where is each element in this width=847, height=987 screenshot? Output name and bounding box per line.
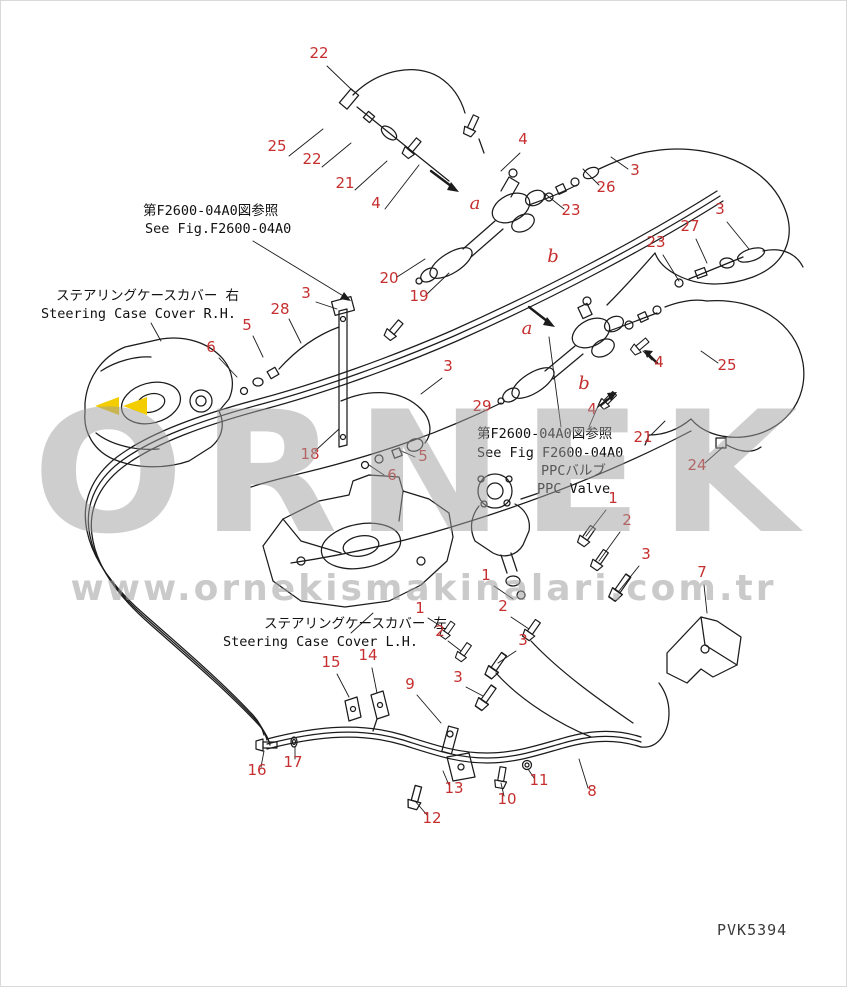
bracket-18	[330, 296, 406, 448]
fitting-chain-top-left	[356, 106, 450, 182]
callout-20: 20	[379, 269, 398, 287]
valve-assembly-2	[497, 296, 652, 412]
small-parts-bottom	[255, 725, 533, 811]
bottom-pipes	[266, 682, 670, 764]
pipe-bundle-upper	[84, 190, 724, 746]
direction-arrows	[340, 169, 659, 407]
label-see-fig-top-jp: 第F2600-04A0図参照	[143, 202, 278, 219]
callout-5: 5	[242, 316, 252, 334]
label-cover-rh-jp: ステアリングケースカバー 右	[56, 288, 239, 304]
callout-7: 7	[697, 563, 707, 581]
callout-6: 6	[387, 466, 397, 484]
leader-lines	[218, 65, 750, 816]
callout-22: 22	[309, 44, 328, 62]
callout-2: 2	[622, 511, 632, 529]
callout-4: 4	[371, 194, 381, 212]
marker-a-1: a	[470, 193, 481, 214]
callout-19: 19	[409, 287, 428, 305]
callout-26: 26	[596, 178, 615, 196]
callout-15: 15	[321, 653, 340, 671]
callout-3: 3	[518, 631, 528, 649]
annotation-leaders	[150, 240, 602, 634]
callout-21: 21	[335, 174, 354, 192]
callout-3: 3	[301, 284, 311, 302]
label-ppc-valve-jp: PPCバルブ	[541, 462, 606, 479]
callout-1: 1	[481, 566, 491, 584]
callout-29: 29	[472, 397, 491, 415]
bracket-7	[666, 616, 742, 684]
label-ppc-valve-en: PPC Valve	[537, 481, 610, 497]
callout-12: 12	[422, 809, 441, 827]
callout-22: 22	[302, 150, 321, 168]
fitting-chain-right-1	[528, 150, 654, 206]
label-see-fig-mid-jp: 第F2600-04A0図参照	[477, 425, 612, 442]
hose-loop-right-2	[644, 299, 805, 452]
marker-b-2: b	[578, 373, 590, 394]
callout-18: 18	[300, 445, 319, 463]
label-see-fig-top-en: See Fig.F2600-04A0	[145, 221, 291, 237]
callout-23: 23	[561, 201, 580, 219]
valve-assembly-1	[415, 168, 546, 285]
callout-17: 17	[283, 753, 302, 771]
callout-3: 3	[715, 200, 725, 218]
fitting-cluster	[437, 523, 634, 713]
label-cover-lh-jp: ステアリングケースカバー 左	[264, 616, 447, 632]
callout-4: 4	[654, 353, 664, 371]
callout-3: 3	[641, 545, 651, 563]
callout-25: 25	[717, 356, 736, 374]
callout-1: 1	[608, 489, 618, 507]
hose-22-top	[338, 69, 485, 154]
callout-23: 23	[646, 233, 665, 251]
ppc-valve-drawing	[470, 473, 540, 600]
callout-9: 9	[405, 675, 415, 693]
callout-4: 4	[518, 130, 528, 148]
callout-2: 2	[435, 622, 445, 640]
callout-10: 10	[497, 790, 516, 808]
callout-16: 16	[247, 761, 266, 779]
callout-labels: 22 25 22 21 4 4 23 26 3 3 27 23 20 19 3 …	[206, 44, 736, 827]
callout-27: 27	[680, 217, 699, 235]
label-cover-rh-en: Steering Case Cover R.H.	[41, 306, 236, 322]
marker-b-1: b	[547, 246, 559, 267]
callout-4: 4	[587, 400, 597, 418]
callout-24: 24	[687, 456, 706, 474]
callout-2: 2	[498, 597, 508, 615]
callout-3: 3	[630, 161, 640, 179]
hose-29	[340, 391, 431, 470]
hose-loop-right-1	[606, 148, 790, 306]
callout-6: 6	[206, 338, 216, 356]
label-see-fig-mid-en: See Fig F2600-04A0	[477, 445, 623, 461]
center-case-drawing	[262, 474, 454, 608]
marker-a-2: a	[522, 318, 533, 339]
fitting-chain-right-2	[608, 299, 708, 332]
annotation-labels: 第F2600-04A0図参照 See Fig.F2600-04A0 ステアリング…	[41, 202, 623, 650]
doc-code: PVK5394	[717, 921, 788, 939]
callout-3: 3	[443, 357, 453, 375]
steering-cover-rh-drawing	[84, 326, 340, 468]
callout-5: 5	[418, 447, 428, 465]
callout-28: 28	[270, 300, 289, 318]
callout-14: 14	[358, 646, 377, 664]
callout-21: 21	[633, 428, 652, 446]
callout-3: 3	[453, 668, 463, 686]
callout-25: 25	[267, 137, 286, 155]
callout-1: 1	[415, 599, 425, 617]
callout-8: 8	[587, 782, 597, 800]
label-cover-lh-en: Steering Case Cover L.H.	[223, 634, 418, 650]
brackets-14-15	[344, 690, 390, 732]
ab-markers: a b a b	[470, 193, 590, 394]
callout-11: 11	[529, 771, 548, 789]
callout-13: 13	[444, 779, 463, 797]
highlight-arrows	[95, 397, 147, 415]
